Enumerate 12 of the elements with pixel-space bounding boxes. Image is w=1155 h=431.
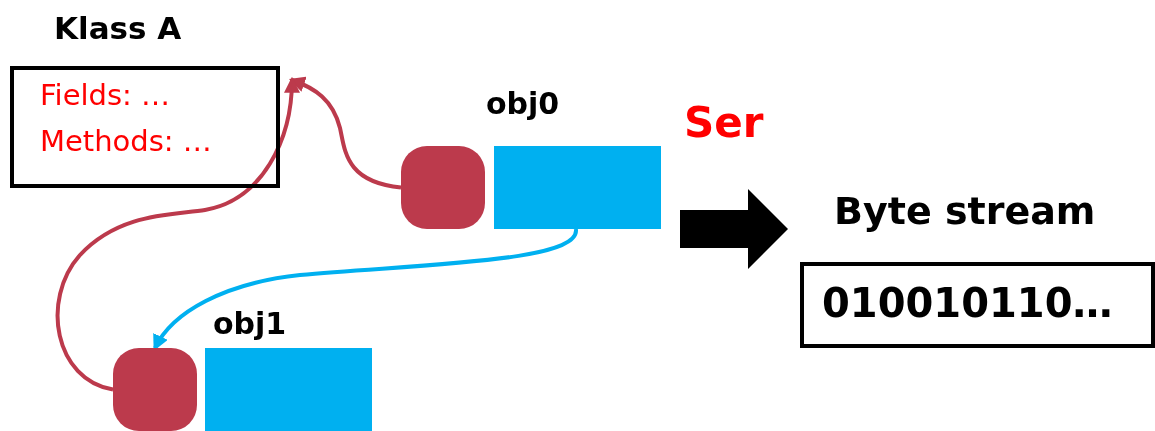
connector-arrow (289, 76, 402, 190)
stream-title: Byte stream (834, 189, 1096, 233)
block-arrow (680, 189, 788, 269)
object-label: obj1 (213, 306, 287, 341)
byte-string: 010010110… (822, 280, 1113, 326)
edge-label: Ser (684, 98, 764, 147)
connector-arrow (153, 228, 578, 351)
connector-arrow (55, 76, 300, 392)
class-member: Methods: … (40, 124, 212, 158)
class-title: Klass A (54, 10, 182, 46)
class-member: Fields: … (40, 78, 171, 112)
object-label: obj0 (486, 86, 560, 121)
